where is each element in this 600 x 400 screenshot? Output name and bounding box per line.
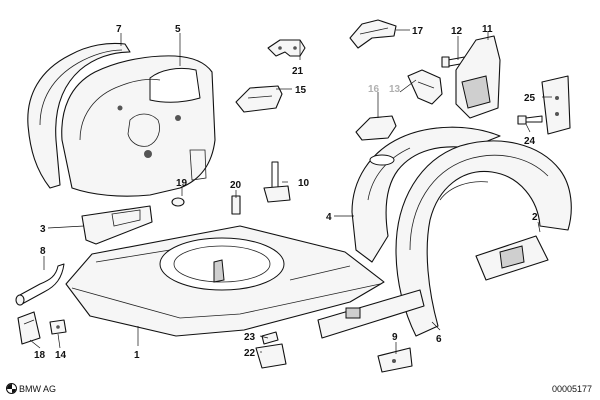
part-11-reinforcement: [455, 35, 501, 119]
callout-25: 25: [524, 93, 536, 104]
callout-12: 12: [451, 26, 463, 37]
callout-4: 4: [326, 212, 332, 223]
part-3-cross-member: [81, 205, 153, 245]
brand-footer: BMW AG: [6, 383, 56, 394]
part-16-bracket: [355, 115, 397, 141]
part-14-nut-plate: [49, 319, 67, 335]
callout-13: 13: [389, 84, 401, 95]
callout-23: 23: [244, 332, 256, 343]
callout-15: 15: [295, 85, 307, 96]
callout-6: 6: [436, 334, 442, 345]
part-13-bracket: [407, 69, 443, 105]
part-24-screw: [517, 115, 543, 125]
callout-8: 8: [40, 246, 46, 257]
callout-9: 9: [392, 332, 398, 343]
part-1-trunk-floor-pan: [65, 225, 385, 337]
callout-18: 18: [34, 350, 46, 361]
callout-16: 16: [368, 84, 380, 95]
part-5-left-wheelhouse-inner: [61, 55, 216, 197]
callout-22: 22: [244, 348, 256, 359]
callout-21: 21: [292, 66, 304, 77]
callout-14: 14: [55, 350, 67, 361]
part-19-grommet: [171, 197, 185, 207]
callout-3: 3: [40, 224, 46, 235]
callout-19: 19: [176, 178, 188, 189]
callout-17: 17: [412, 26, 424, 37]
callout-24: 24: [524, 136, 536, 147]
callout-7: 7: [116, 24, 122, 35]
part-20-pin: [231, 195, 241, 215]
part-9-plate: [377, 347, 413, 373]
callout-11: 11: [482, 24, 493, 35]
callout-10: 10: [298, 178, 310, 189]
leader-lines: [29, 29, 552, 354]
callout-1: 1: [134, 350, 140, 361]
part-21-bracket: [267, 39, 306, 57]
part-7-left-wheelhouse-outer: [27, 42, 131, 189]
callout-5: 5: [175, 24, 181, 35]
part-25-plate: [541, 75, 571, 135]
callout-2: 2: [532, 212, 538, 223]
part-8-drain-tube: [15, 263, 65, 306]
part-22-23-bracket: [255, 331, 287, 369]
part-17-bracket: [349, 19, 397, 49]
part-2-rear-side-member: [317, 235, 549, 339]
callout-20: 20: [230, 180, 242, 191]
part-10-spare-wheel-bolt: [263, 161, 291, 203]
part-15-bracket: [235, 85, 283, 113]
bmw-roundel-icon: [6, 383, 17, 394]
document-id: 00005177: [551, 384, 592, 394]
brand-name: BMW AG: [19, 384, 57, 394]
part-18-bracket: [17, 311, 41, 345]
part-6-right-wheelhouse-outer: [395, 140, 572, 337]
